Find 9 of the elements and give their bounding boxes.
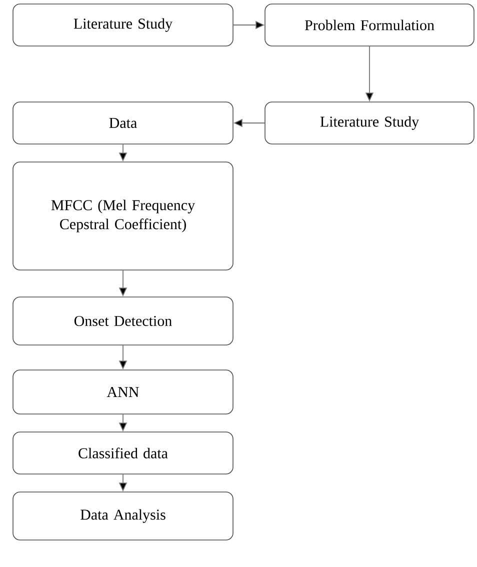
process-box: Problem Formulation [264,4,474,46]
process-box: Classified data [12,432,234,474]
process-box: ANN [12,370,234,414]
process-box: Literature Study [264,102,474,144]
process-box: MFCC (Mel Frequency Cepstral Coefficient) [12,162,234,270]
process-box: Onset Detection [12,296,234,346]
process-box: Data [12,102,234,144]
process-box: Literature Study [12,4,234,46]
process-box: Data Analysis [12,492,234,540]
